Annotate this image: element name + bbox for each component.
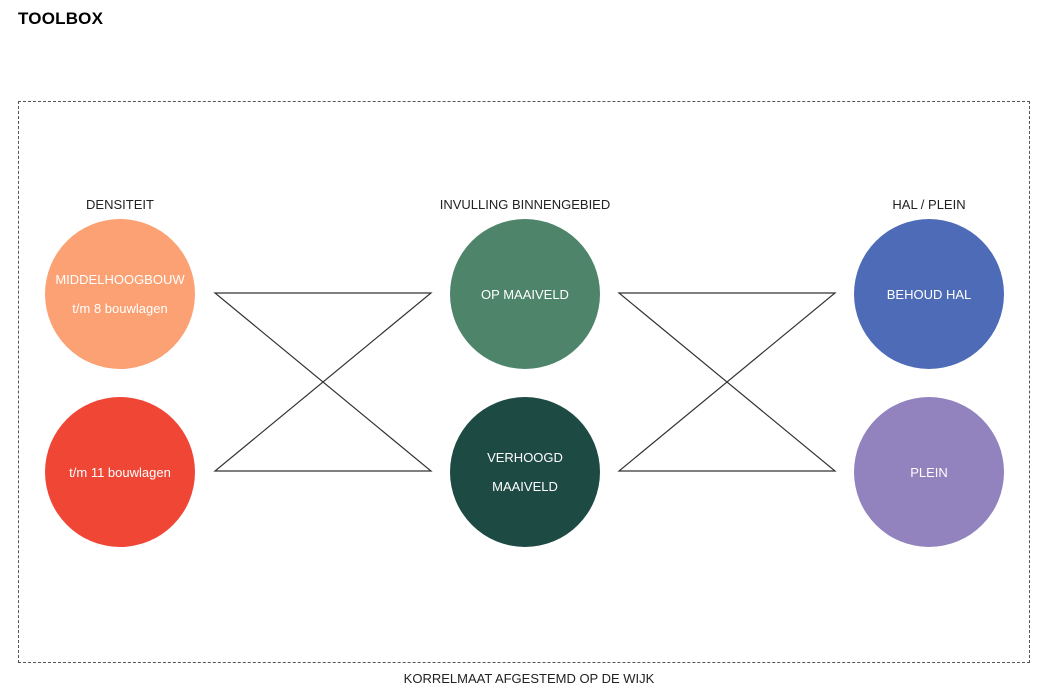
option-middelhoogbouw: MIDDELHOOGBOUW t/m 8 bouwlagen <box>45 219 195 369</box>
option-label-line-2: MAAIVELD <box>492 479 558 494</box>
toolbox-frame <box>18 101 1030 663</box>
page-title: TOOLBOX <box>18 9 104 28</box>
option-label: BEHOUD HAL <box>886 286 972 302</box>
option-label: VERHOOGD <box>487 450 563 465</box>
option-label: t/m 11 bouwlagen <box>69 464 171 480</box>
option-op-maaiveld: OP MAAIVELD <box>450 219 600 369</box>
option-label: MIDDELHOOGBOUW <box>55 272 185 287</box>
option-11-bouwlagen: t/m 11 bouwlagen <box>45 397 195 547</box>
frame-caption: KORRELMAAT AFGESTEMD OP DE WIJK <box>403 671 655 686</box>
option-label: PLEIN <box>910 464 948 480</box>
option-sublabel: t/m 8 bouwlagen <box>72 301 168 316</box>
option-behoud-hal: BEHOUD HAL <box>854 219 1004 369</box>
option-plein: PLEIN <box>854 397 1004 547</box>
column-header-hal-plein: HAL / PLEIN <box>892 197 966 212</box>
column-header-invulling-binnengebied: INVULLING BINNENGEBIED <box>439 197 611 212</box>
column-header-densiteit: DENSITEIT <box>86 197 154 212</box>
option-label: OP MAAIVELD <box>481 286 569 302</box>
option-verhoogd-maaiveld: VERHOOGD MAAIVELD <box>450 397 600 547</box>
